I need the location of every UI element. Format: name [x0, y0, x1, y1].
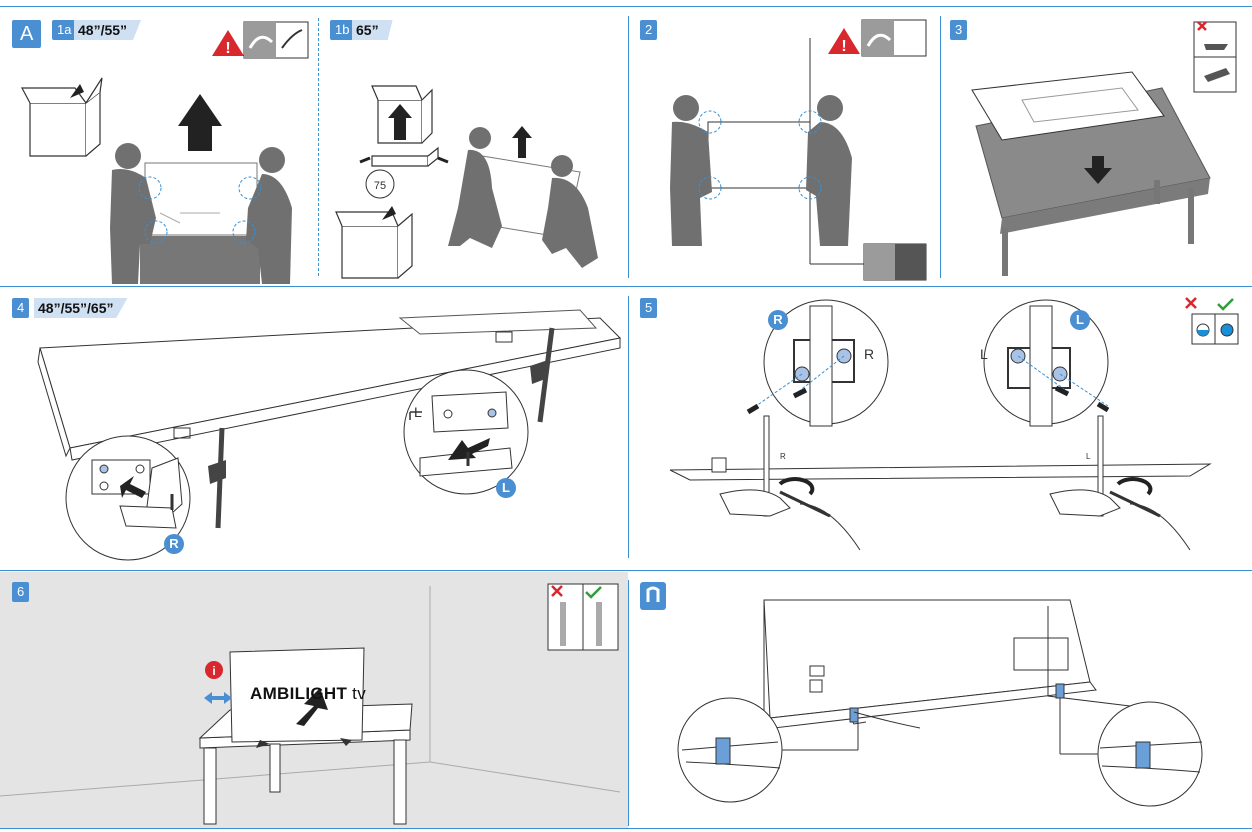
row-divider-1	[0, 286, 1252, 287]
divider-row3	[628, 580, 629, 826]
glove-warning-icon	[243, 21, 309, 59]
svg-text:!: !	[841, 38, 846, 55]
zoom-left-badge: R	[164, 534, 184, 554]
svg-text:75: 75	[374, 180, 386, 192]
warning-triangle-icon: !	[828, 28, 860, 55]
panel-1a-illustration: !	[21, 21, 309, 284]
dashed-divider-1a-1b	[318, 18, 319, 276]
step-badge: 6	[12, 582, 30, 602]
foot-right-mark: L	[1086, 452, 1091, 461]
panel-6-illustration: i	[0, 583, 621, 825]
panel-step-1b: 1b 65” 75	[320, 8, 626, 284]
panel-5-illustration	[669, 297, 1239, 551]
size-label: 48”/55”/65”	[34, 298, 128, 318]
panel-cable-management	[630, 572, 1252, 828]
info-icon	[205, 661, 223, 679]
step-badge: 4	[12, 298, 30, 318]
double-arrow-icon	[204, 692, 232, 704]
divider-row1-b	[940, 16, 941, 278]
divider-row2	[628, 296, 629, 558]
ambilight-suffix: tv	[352, 684, 366, 703]
panel-step-5: 5	[630, 288, 1252, 568]
svg-text:i: i	[212, 664, 215, 678]
size-label: 48”/55”	[74, 20, 142, 40]
step-badge: 1a	[52, 20, 77, 40]
inner-left-letter: L	[414, 404, 422, 420]
hole-check-icon	[1185, 297, 1239, 345]
step-badge: 1b	[330, 20, 355, 40]
glove-warning-icon	[861, 19, 927, 57]
panel-step-1a: A 1a 48”/55” !	[0, 8, 318, 284]
foot-left-mark: R	[780, 452, 786, 461]
zoom-left-letter: R	[864, 346, 875, 362]
box-icon	[21, 77, 103, 157]
warning-triangle-icon: !	[212, 30, 244, 57]
cable-clip-icon	[640, 582, 666, 610]
panel-step-6: 6 i AMBILIGHT tv	[0, 572, 628, 828]
cable-panel-illustration	[640, 582, 1203, 807]
panel-2-illustration: !	[670, 19, 927, 281]
zoom-right-badge: L	[1070, 310, 1090, 330]
lift-arrow	[178, 94, 222, 151]
step-badge: 5	[640, 298, 658, 318]
soft-surface-icon	[1193, 21, 1237, 93]
zoom-left-badge: R	[768, 310, 788, 330]
ambilight-brand: AMBILIGHT	[250, 684, 348, 703]
ambilight-logo: AMBILIGHT tv	[250, 684, 366, 704]
panel-step-2: 2 !	[630, 8, 938, 284]
row-divider-2	[0, 570, 1252, 571]
zoom-right-letter: L	[980, 346, 988, 362]
stand-placement-icon	[547, 583, 619, 651]
step-badge: 2	[640, 20, 658, 40]
svg-text:!: !	[225, 40, 230, 57]
section-badge: A	[12, 20, 42, 48]
panel-step-3: 3	[942, 8, 1252, 284]
bottom-border	[0, 828, 1252, 829]
size-label: 65”	[352, 20, 393, 40]
top-border	[0, 6, 1252, 7]
panel-1b-illustration: 75	[335, 85, 598, 279]
step-badge: 3	[950, 20, 968, 40]
zoom-right-badge: L	[496, 478, 516, 498]
panel-step-4: 4 48”/55”/65” R L L	[0, 288, 628, 568]
panel-3-illustration	[971, 21, 1237, 276]
person-right	[246, 147, 292, 284]
divider-row1-a	[628, 16, 629, 278]
panel-4-illustration	[37, 309, 622, 561]
